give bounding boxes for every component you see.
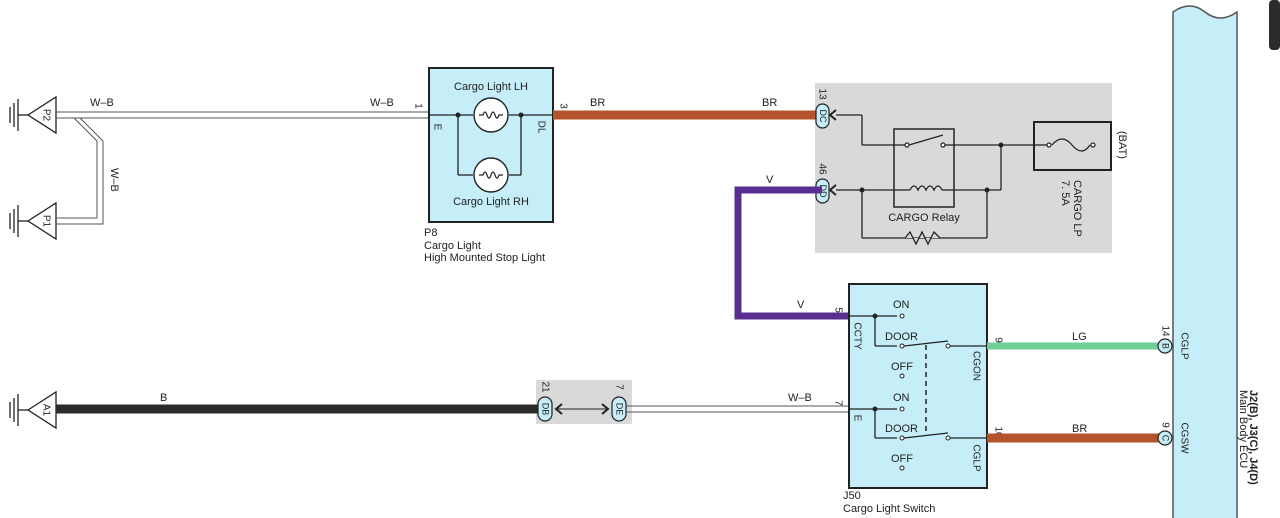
ground-p2-label: P2 <box>40 109 51 122</box>
connector-dd-label: DD <box>818 185 828 198</box>
ecu-connector-b-pin: 14 <box>1159 325 1170 337</box>
ecu-signal-cgsw: CGSW <box>1178 422 1189 454</box>
scrollbar-thumb[interactable] <box>1269 0 1280 50</box>
connector-dc-arrow <box>828 109 837 121</box>
connector-de-label: DE <box>615 403 625 416</box>
fuse-amp-label: 7. 5A <box>1059 180 1071 206</box>
wire-wb-top <box>56 111 429 225</box>
switch-pin-5: 5 <box>832 307 843 313</box>
cargo-light-box <box>428 67 554 223</box>
fuse-icon <box>1034 138 1096 152</box>
wire-label-br-1: BR <box>590 97 605 109</box>
ecu-connector-b-label: B <box>1161 343 1171 349</box>
switch-pin-e: E <box>851 415 862 422</box>
ground-p1-label: P1 <box>40 215 51 228</box>
cargo-light-pin-3: 3 <box>557 103 568 109</box>
ecu-codes-label: J2(B), J3(C), J4(D) <box>1247 390 1259 485</box>
wire-label-wb-2: W–B <box>370 97 394 109</box>
switch-label-door-2: DOOR <box>885 423 918 435</box>
cargo-light-rh-label: Cargo Light RH <box>453 196 529 208</box>
cargo-light-pin-e: E <box>431 124 442 131</box>
relay-block-wiring <box>836 114 1034 239</box>
cargo-light-name: Cargo Light <box>424 240 481 252</box>
ground-a1-label: A1 <box>40 404 51 417</box>
ground-symbol-p1: P1 <box>9 201 57 241</box>
connector-de-pin: 7 <box>613 384 624 390</box>
switch-pin-ccty: CCTY <box>851 322 862 350</box>
wire-label-v-2: V <box>797 299 805 311</box>
wire-label-br-bottom: BR <box>1072 423 1087 435</box>
connector-db: DB 21 <box>537 381 553 422</box>
switch-label-off-1: OFF <box>891 361 913 373</box>
cargo-relay-box <box>893 128 955 208</box>
wire-label-b: B <box>160 392 167 404</box>
cargo-light-lh-label: Cargo Light LH <box>454 81 528 93</box>
ecu-name-label: Main Body ECU <box>1237 390 1249 468</box>
bat-label: (BAT) <box>1116 131 1128 159</box>
connector-dd: DD 46 <box>815 163 830 204</box>
cargo-light-switch-box <box>848 283 988 489</box>
connector-db-pin: 21 <box>539 381 550 393</box>
resistor-icon <box>904 230 941 246</box>
wire-label-v-1: V <box>766 174 774 186</box>
switch-label-on-1: ON <box>893 299 910 311</box>
ecu-connector-c: C 9 CGSW <box>1157 422 1189 454</box>
cargo-relay-label: CARGO Relay <box>888 212 960 224</box>
switch-pin-cglp: CGLP <box>970 444 981 472</box>
connector-dc-label: DC <box>818 110 828 123</box>
wire-label-wb-bottom: W–B <box>788 392 812 404</box>
switch-pin-9: 9 <box>992 337 1003 343</box>
cargo-light-pin-dl: DL <box>535 121 546 134</box>
wire-label-wb-vertical: W–B <box>108 168 120 192</box>
switch-code: J50 <box>843 490 861 502</box>
connector-dc: DC 13 <box>815 88 830 129</box>
connector-de: DE 7 <box>611 384 627 422</box>
cargo-light-code: P8 <box>424 227 437 239</box>
lamp-icon-rh <box>473 157 509 193</box>
connector-dc-pin: 13 <box>816 88 827 100</box>
switch-label-door-1: DOOR <box>885 331 918 343</box>
cargo-light-pin-1: 1 <box>412 103 423 109</box>
ecu-connector-c-pin: 9 <box>1159 422 1170 428</box>
connector-db-label: DB <box>541 403 551 416</box>
wire-v <box>734 186 849 320</box>
fuse-name-label: CARGO LP <box>1071 180 1083 237</box>
ecu-connector-b: B 14 CGLP <box>1157 325 1189 360</box>
connector-dd-pin: 46 <box>816 163 827 175</box>
switch-pin-cgon: CGON <box>970 351 981 381</box>
main-body-ecu-bar <box>1172 5 1238 518</box>
switch-label-off-2: OFF <box>891 453 913 465</box>
relay-coil-icon <box>894 185 954 192</box>
switch-name: Cargo Light Switch <box>843 503 935 515</box>
cargo-light-internal-wiring <box>429 112 553 176</box>
ecu-connector-c-label: C <box>1161 435 1171 442</box>
switch-internal-wiring <box>849 313 987 471</box>
ground-symbol-a1: A1 <box>9 390 57 430</box>
connector-dd-arrow <box>828 184 837 196</box>
switch-label-on-2: ON <box>893 392 910 404</box>
ecu-signal-cglp: CGLP <box>1178 332 1189 360</box>
wire-wb-bottom <box>626 405 849 413</box>
ground-symbol-p2: P2 <box>9 95 57 135</box>
connector-arrows-icon <box>554 403 610 415</box>
cargo-light-desc: High Mounted Stop Light <box>424 252 545 264</box>
wire-label-wb-1: W–B <box>90 97 114 109</box>
switch-pin-7: 7 <box>832 400 843 406</box>
lamp-icon-lh <box>473 97 509 133</box>
wire-label-br-2: BR <box>762 97 777 109</box>
relay-contact-icon <box>894 134 954 148</box>
switch-pin-10: 10 <box>992 426 1003 438</box>
wire-label-lg: LG <box>1072 331 1087 343</box>
